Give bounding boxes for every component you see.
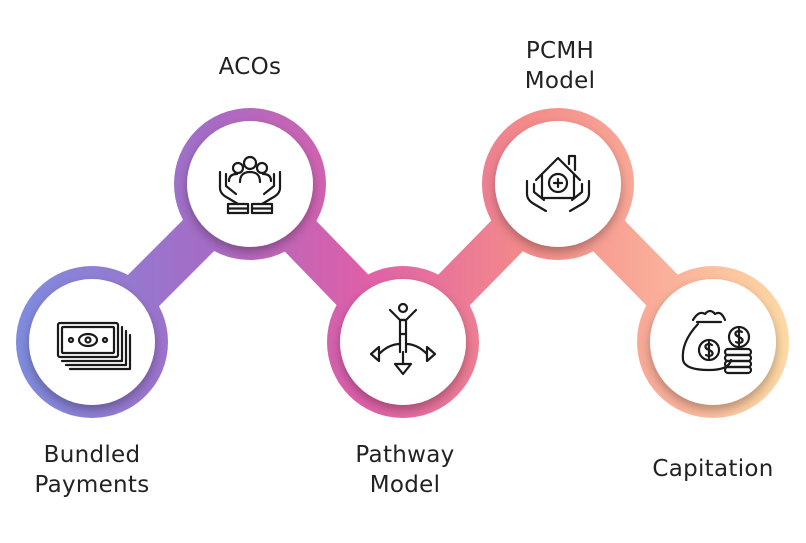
- label-bundled-payments: Bundled Payments: [22, 440, 162, 500]
- label-line: PCMH: [525, 38, 595, 64]
- label-line: ACOs: [218, 54, 282, 80]
- label-acos: ACOs: [180, 52, 320, 82]
- label-line: Model: [369, 472, 441, 498]
- person-split-arrows-icon: [369, 302, 437, 376]
- hands-holding-medical-house-icon: [525, 154, 591, 213]
- label-capitation: Capitation: [628, 454, 798, 484]
- disc-pathway-model: [340, 279, 466, 405]
- label-line: Model: [524, 68, 596, 94]
- money-bag-coins-icon: [681, 309, 753, 375]
- label-line: Capitation: [652, 456, 774, 482]
- hands-holding-people-icon: [218, 155, 282, 215]
- disc-bundled-payments: [29, 279, 155, 405]
- label-line: Pathway: [355, 442, 455, 468]
- label-line: Bundled: [43, 442, 141, 468]
- label-pcmh-model: PCMH Model: [490, 36, 630, 96]
- label-pathway-model: Pathway Model: [335, 440, 475, 500]
- disc-acos: [187, 121, 313, 247]
- cash-stack-icon: [56, 321, 132, 371]
- label-line: Payments: [34, 472, 150, 498]
